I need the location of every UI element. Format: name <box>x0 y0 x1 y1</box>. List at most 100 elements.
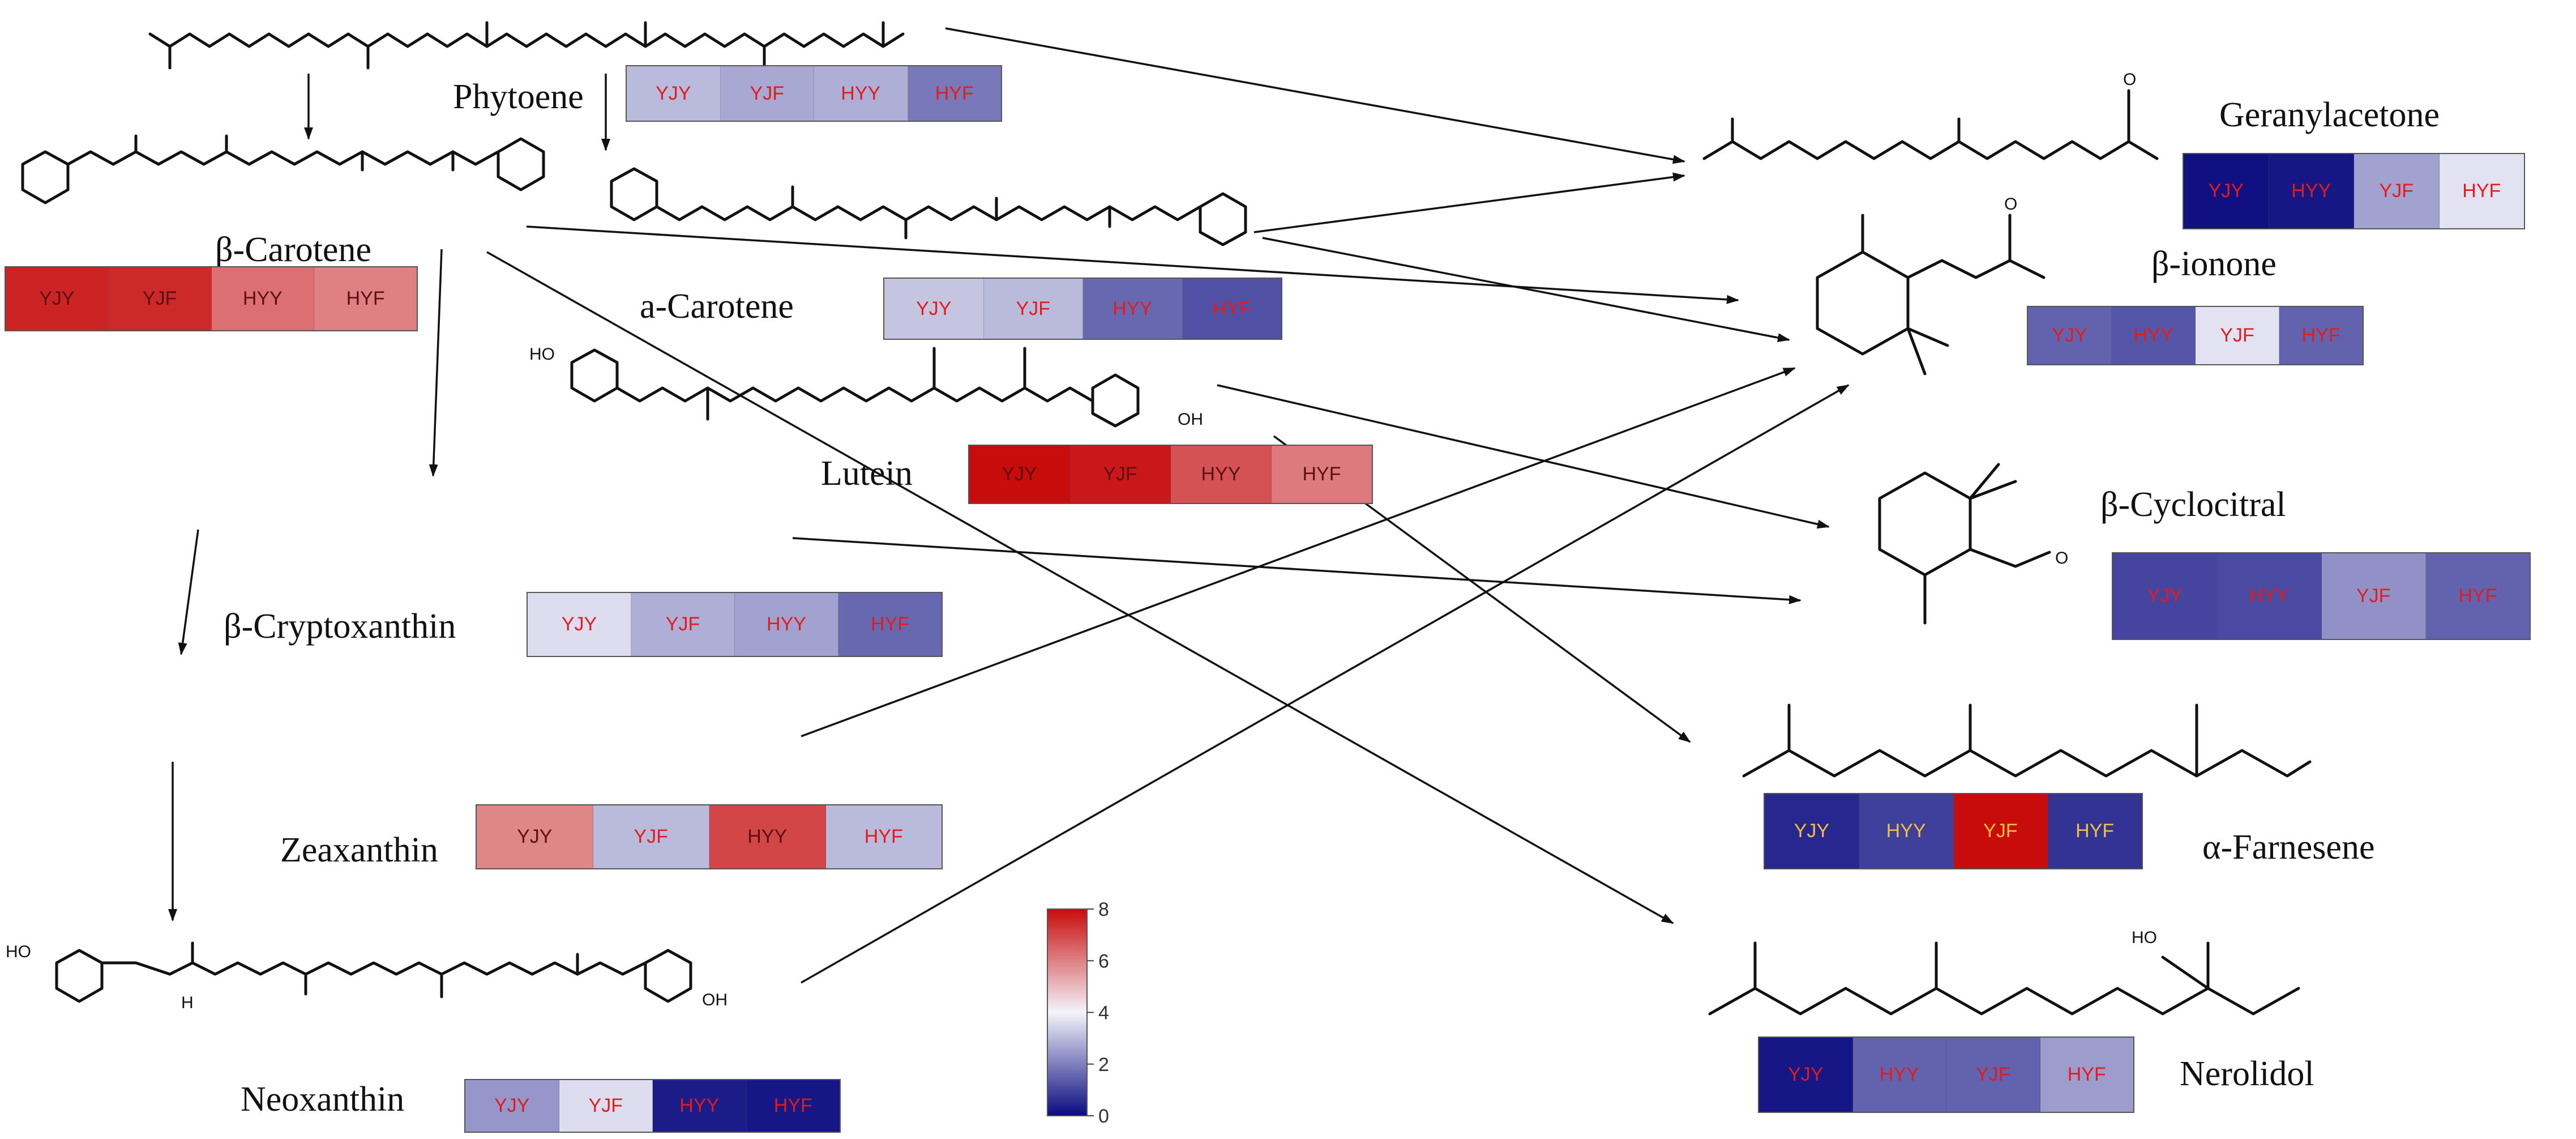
label-alpha-farnesene: α-Farnesene <box>2202 828 2375 867</box>
atom-hydroxyl-neoxanthin-left: HO <box>6 942 31 961</box>
arrow-lutein-to-cyclocitral <box>1217 384 1830 529</box>
heatmap-cell-hyy: HYY <box>1859 794 1954 868</box>
colorbar-tick-label: 0 <box>1098 1106 1109 1127</box>
heatmap-cell-yjy: YJY <box>2184 154 2269 228</box>
colorbar-gradient <box>1047 908 1088 1116</box>
heatmap-cell-yjf: YJF <box>720 66 814 121</box>
heatmap-cell-yjy: YJY <box>1759 1038 1853 1112</box>
label-nerolidol: Nerolidol <box>2180 1055 2314 1093</box>
heatmap-cell-hyf: HYF <box>2279 307 2363 364</box>
heatmap-cell-hyy: HYY <box>2112 307 2196 364</box>
atom-oxygen-ionone: O <box>2004 195 2017 214</box>
label-phytoene: Phytoene <box>453 78 584 116</box>
arrow-phytoene-to-geranylacetone <box>945 27 1685 164</box>
nerolidol-structure <box>1708 941 2300 1016</box>
arrow-cryptoxanthin-to-zeaxanthin <box>178 529 199 655</box>
heatmap-cell-yjy: YJY <box>1765 794 1859 868</box>
atom-hydrogen-neoxanthin: H <box>181 993 194 1012</box>
alpha-farnesene-structure <box>1742 703 2312 778</box>
atom-hydroxyl-lutein-right: OH <box>1178 410 1203 429</box>
heatmap-cell-hyf: HYF <box>2425 553 2530 639</box>
heatmap-cell-yjy: YJY <box>627 66 721 121</box>
heatmap-cell-hyy: HYY <box>2217 553 2322 639</box>
label-beta-cyclocitral: β-Cyclocitral <box>2100 485 2286 524</box>
alpha-carotene-structure <box>610 167 1247 246</box>
heatmap-cell-yjy: YJY <box>6 267 109 330</box>
beta-ionone-structure <box>1816 214 2046 376</box>
heatmap-cell-hyf: HYF <box>2439 154 2524 228</box>
heatmap-cell-hyy: HYY <box>735 593 838 656</box>
colorbar-tick-label: 8 <box>1098 899 1109 920</box>
arrow-cryptoxanthin-to-cyclocitral <box>792 537 1802 604</box>
beta-cyclocitral-structure <box>1878 463 2051 625</box>
heatmap-cell-yjy: YJY <box>528 593 631 656</box>
geranylacetone-structure <box>1702 89 2159 160</box>
label-zeaxanthin: Zeaxanthin <box>280 831 438 869</box>
heatmap-cell-hyy: HYY <box>653 1080 747 1132</box>
neoxanthin-structure <box>55 941 692 1003</box>
heatmap-cell-hyy: HYY <box>1171 446 1272 503</box>
heatmap-cell-yjf: YJF <box>2321 553 2426 639</box>
heatmap-cell-hyy: HYY <box>814 66 908 121</box>
heatmap-cell-yjy: YJY <box>2028 307 2112 364</box>
heatmap-cell-yjf: YJF <box>593 805 709 868</box>
label-beta-cryptoxanthin: β-Cryptoxanthin <box>224 607 456 646</box>
arrow-alpha-carotene-to-geranylacetone <box>1253 172 1685 233</box>
heatmap-cell-hyf: HYF <box>314 267 417 330</box>
heatmap-cell-hyy: HYY <box>2269 154 2354 228</box>
atom-hydroxyl-lutein-left: HO <box>529 345 555 364</box>
colorbar-tick-label: 4 <box>1098 1003 1109 1024</box>
label-beta-ionone: β-ionone <box>2151 245 2277 283</box>
heatmap-cell-hyf: HYF <box>2040 1038 2133 1112</box>
heatmap-cell-yjy: YJY <box>465 1080 559 1132</box>
heatmap-cell-hyf: HYF <box>838 593 942 656</box>
atom-hydroxyl-neoxanthin-right: OH <box>702 991 728 1009</box>
arrow-alpha-carotene-to-ionone <box>1262 237 1790 343</box>
heatmap-cell-hyf: HYF <box>2048 794 2142 868</box>
label-alpha-carotene: a-Carotene <box>640 287 794 326</box>
heatmap-cell-hyf: HYF <box>746 1080 840 1132</box>
heatmap-cell-yjy: YJY <box>2113 553 2218 639</box>
heatmap-cell-hyf: HYF <box>908 66 1001 121</box>
heatmap-cell-yjy: YJY <box>477 805 593 868</box>
heatmap-cell-yjf: YJF <box>983 279 1083 339</box>
heatmap-cell-yjf: YJF <box>1946 1038 2040 1112</box>
heatmap-cell-yjf: YJF <box>2196 307 2279 364</box>
arrow-zeaxanthin-to-ionone <box>801 367 1796 737</box>
heatmap-cell-yjy: YJY <box>969 446 1070 503</box>
heatmap-cell-yjf: YJF <box>2354 154 2440 228</box>
label-geranylacetone: Geranylacetone <box>2219 96 2440 134</box>
heatmap-cell-hyf: HYF <box>1182 279 1281 339</box>
heatmap-cell-yjf: YJF <box>631 593 735 656</box>
colorbar: 0 2 4 6 8 <box>1047 899 1109 1127</box>
heatmap-cell-hyf: HYF <box>1272 446 1372 503</box>
phytoene-structure <box>148 21 905 70</box>
colorbar-tick-label: 2 <box>1098 1054 1109 1076</box>
label-beta-carotene: β-Carotene <box>215 231 371 269</box>
heatmap-cell-yjf: YJF <box>1070 446 1171 503</box>
beta-carotene-structure <box>21 134 545 204</box>
colorbar-tick-label: 6 <box>1098 950 1109 972</box>
heatmap-cell-yjf: YJF <box>108 267 212 330</box>
label-lutein: Lutein <box>821 454 913 493</box>
heatmap-cell-yjf: YJF <box>1953 794 2048 868</box>
heatmap-cell-yjy: YJY <box>884 279 984 339</box>
arrow-beta-carotene-to-nerolidol <box>486 251 1674 924</box>
heatmap-cell-hyy: HYY <box>1852 1038 1946 1112</box>
arrow-neoxanthin-to-ionone <box>801 384 1850 984</box>
atom-oxygen-geranylacetone: O <box>2123 70 2136 89</box>
